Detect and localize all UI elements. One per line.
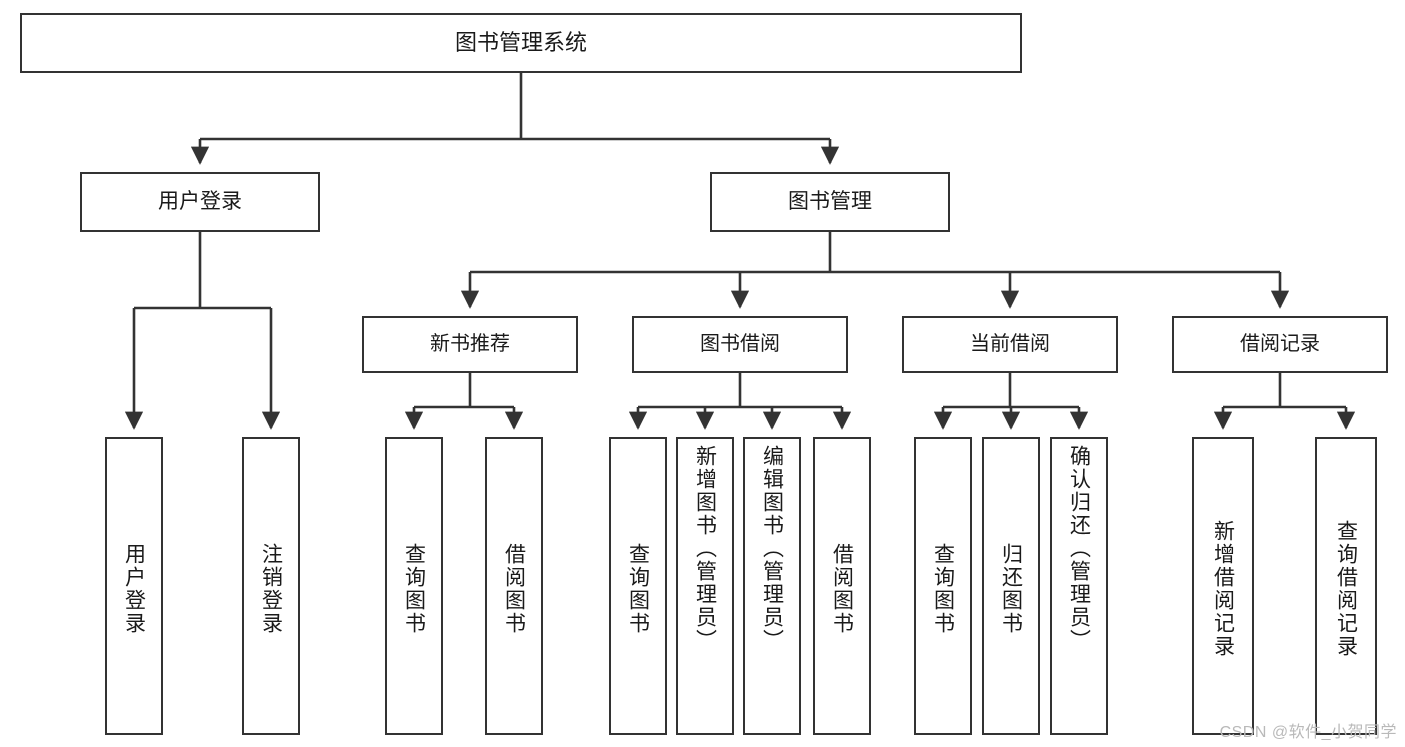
- leaf-label: 编辑图书（管理员）: [760, 445, 784, 652]
- leaf-borrow-edit-book-admin[interactable]: 编辑图书（管理员）: [743, 437, 801, 735]
- node-label: 新书推荐: [430, 333, 510, 356]
- node-current-borrow[interactable]: 当前借阅: [902, 316, 1118, 373]
- node-book-management-system[interactable]: 图书管理系统: [20, 13, 1022, 73]
- leaf-label: 用户登录: [122, 543, 146, 635]
- leaf-current-query-book[interactable]: 查询图书: [914, 437, 972, 735]
- node-new-book-recommend[interactable]: 新书推荐: [362, 316, 578, 373]
- leaf-label: 借阅图书: [502, 543, 526, 635]
- leaf-label: 注销登录: [259, 543, 283, 635]
- leaf-borrow-borrow-book[interactable]: 借阅图书: [813, 437, 871, 735]
- leaf-label: 查询借阅记录: [1334, 520, 1358, 658]
- leaf-new-book-query[interactable]: 查询图书: [385, 437, 443, 735]
- node-book-borrow[interactable]: 图书借阅: [632, 316, 848, 373]
- leaf-label: 归还图书: [999, 543, 1023, 635]
- leaf-current-return-book[interactable]: 归还图书: [982, 437, 1040, 735]
- leaf-label: 新增图书（管理员）: [693, 445, 717, 652]
- leaf-record-query-record[interactable]: 查询借阅记录: [1315, 437, 1377, 735]
- leaf-user-login-logout[interactable]: 注销登录: [242, 437, 300, 735]
- node-label: 用户登录: [158, 190, 242, 214]
- leaf-label: 查询图书: [931, 543, 955, 635]
- node-label: 图书管理系统: [454, 29, 587, 55]
- node-label: 借阅记录: [1240, 333, 1320, 356]
- node-user-login[interactable]: 用户登录: [80, 172, 320, 232]
- leaf-new-book-borrow[interactable]: 借阅图书: [485, 437, 543, 735]
- leaf-label: 确认归还（管理员）: [1067, 445, 1091, 652]
- node-borrow-record[interactable]: 借阅记录: [1172, 316, 1388, 373]
- leaf-user-login-login[interactable]: 用户登录: [105, 437, 163, 735]
- csdn-watermark: CSDN @软件_小贺同学: [1219, 724, 1397, 741]
- node-label: 图书管理: [788, 190, 872, 214]
- leaf-label: 查询图书: [626, 543, 650, 635]
- node-label: 当前借阅: [970, 333, 1050, 356]
- leaf-record-add-record[interactable]: 新增借阅记录: [1192, 437, 1254, 735]
- leaf-label: 查询图书: [402, 543, 426, 635]
- node-label: 图书借阅: [700, 333, 780, 356]
- leaf-label: 借阅图书: [830, 543, 854, 635]
- leaf-borrow-query-book[interactable]: 查询图书: [609, 437, 667, 735]
- leaf-label: 新增借阅记录: [1211, 520, 1235, 658]
- leaf-borrow-add-book-admin[interactable]: 新增图书（管理员）: [676, 437, 734, 735]
- node-book-management[interactable]: 图书管理: [710, 172, 950, 232]
- leaf-current-confirm-return-admin[interactable]: 确认归还（管理员）: [1050, 437, 1108, 735]
